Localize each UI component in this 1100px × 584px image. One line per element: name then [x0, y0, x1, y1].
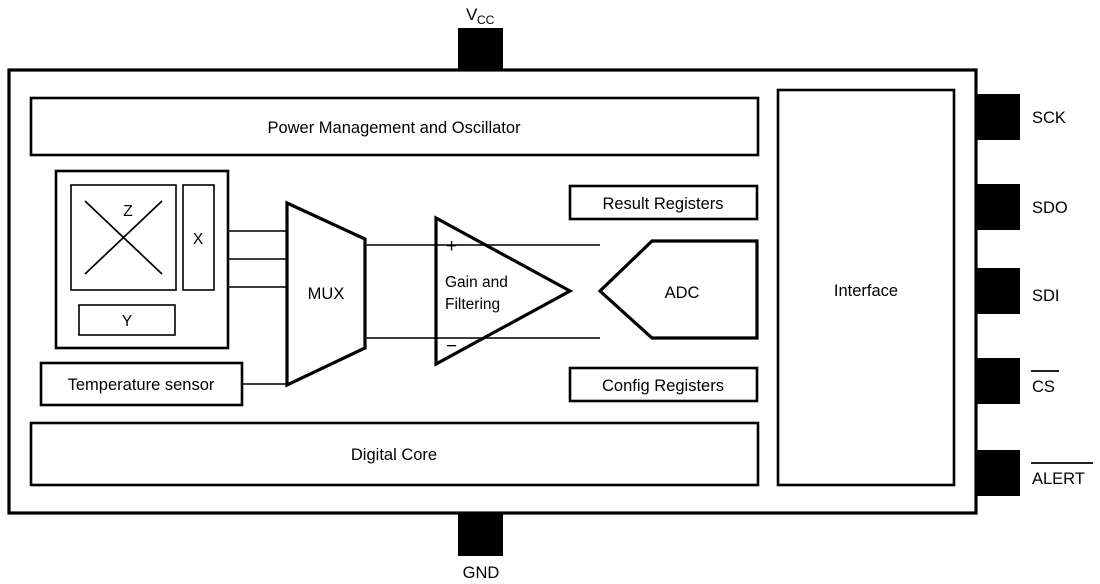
amplifier-label-line1: Gain and: [445, 274, 508, 291]
sensor-z-cross-line-b: [84, 200, 163, 275]
result-registers-fill: [570, 186, 757, 219]
pin-label-sck: SCK: [1032, 109, 1066, 127]
digital-core-block[interactable]: [29, 421, 760, 487]
amplifier-fill: [436, 218, 570, 364]
pin-label-gnd: GND: [463, 564, 500, 582]
sensor-z-label: Z: [123, 203, 132, 220]
sensor-x-label: X: [193, 231, 204, 248]
sensor-x-fill: [183, 185, 214, 290]
pin-pad-cs[interactable]: [977, 358, 1020, 404]
pin-label-vcc-subscript: CC: [477, 13, 495, 27]
pin-label-cs: CS: [1032, 378, 1055, 396]
pin-label-alert: ALERT: [1032, 470, 1085, 488]
result-registers-label: Result Registers: [602, 195, 723, 213]
pin-pad-alert[interactable]: [977, 450, 1020, 496]
pin-label-vcc: V: [466, 5, 478, 24]
adc-fill: [600, 241, 757, 338]
mux-label: MUX: [308, 285, 345, 303]
digital-core-label: Digital Core: [351, 446, 437, 464]
temperature-sensor-fill: [41, 363, 242, 405]
pin-pad-sdi[interactable]: [977, 268, 1020, 314]
pin-label-sdi: SDI: [1032, 287, 1060, 305]
config-registers-block[interactable]: [568, 366, 759, 403]
sensor-z-block[interactable]: [70, 184, 177, 291]
interface-label: Interface: [834, 282, 898, 300]
config-registers-label: Config Registers: [602, 377, 724, 395]
pin-pad-vcc[interactable]: [458, 28, 503, 74]
power-management-block[interactable]: [29, 96, 760, 157]
pin-pad-sdo[interactable]: [977, 184, 1020, 230]
digital-core-fill: [31, 423, 758, 485]
pin-pad-gnd[interactable]: [458, 510, 503, 556]
amplifier-block[interactable]: [434, 215, 574, 367]
mux-fill: [287, 203, 365, 385]
chip-body-outline: [7, 68, 978, 515]
sensor-y-fill: [79, 305, 175, 335]
amplifier-plus-label: +: [446, 236, 457, 257]
adc-label: ADC: [665, 284, 700, 302]
interface-fill: [778, 90, 954, 485]
power-management-fill: [31, 98, 758, 155]
sensor-x-block[interactable]: [182, 184, 215, 291]
sensor-y-label: Y: [122, 313, 132, 330]
pin-label-sdo: SDO: [1032, 199, 1068, 217]
adc-block[interactable]: [597, 239, 759, 340]
result-registers-block[interactable]: [568, 184, 759, 221]
interface-block[interactable]: [776, 88, 956, 487]
sensor-y-block[interactable]: [78, 304, 176, 336]
amplifier-label-line2: Filtering: [445, 296, 500, 313]
temperature-sensor-label: Temperature sensor: [68, 376, 215, 394]
mux-block[interactable]: [285, 200, 367, 388]
pin-pad-sck[interactable]: [977, 94, 1020, 140]
amplifier-minus-label: −: [446, 336, 457, 357]
power-management-label: Power Management and Oscillator: [267, 119, 521, 137]
config-registers-fill: [570, 368, 757, 401]
